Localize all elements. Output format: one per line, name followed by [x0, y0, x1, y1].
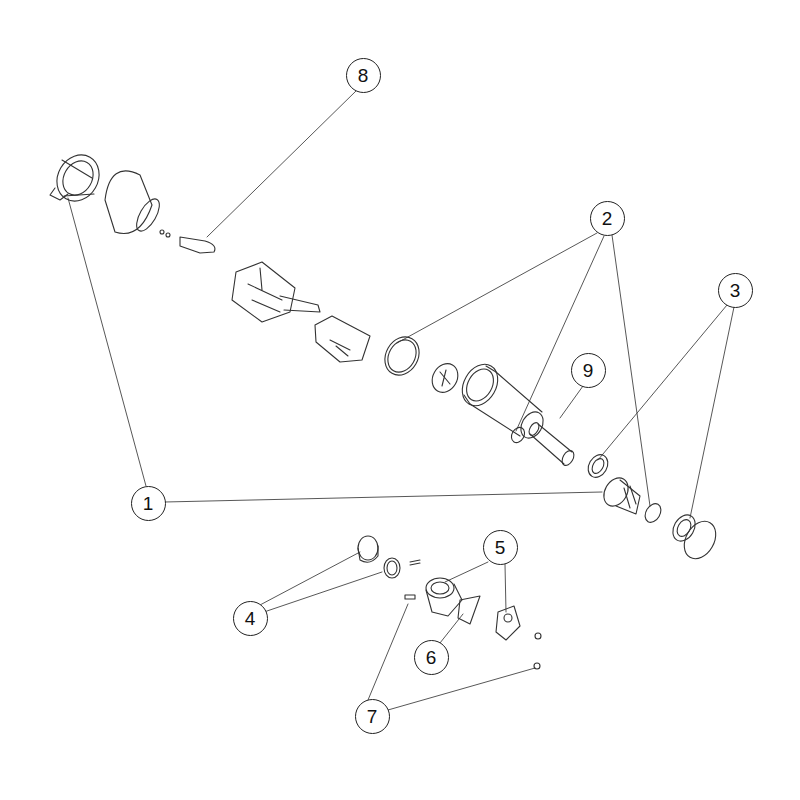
callout-number: 2	[602, 209, 613, 228]
callout-circle: 4	[233, 601, 268, 636]
callout-number: 8	[358, 66, 369, 85]
callout-circle: 8	[346, 58, 381, 93]
assembly-parts	[49, 147, 722, 564]
callout-circle: 5	[483, 530, 518, 565]
callout-number: 5	[495, 538, 506, 557]
callout-circle: 2	[590, 201, 625, 236]
callout-number: 1	[143, 494, 154, 513]
callout-number: 6	[426, 648, 437, 667]
callout-circle: 6	[414, 640, 449, 675]
callout-number: 9	[583, 361, 594, 380]
callout-number: 7	[367, 707, 378, 726]
callout-circle: 9	[571, 353, 606, 388]
callout-circle: 1	[131, 486, 166, 521]
callout-number: 4	[245, 609, 256, 628]
callout-circle: 7	[355, 699, 390, 734]
leader-lines	[68, 91, 734, 710]
callout-number: 3	[730, 281, 741, 300]
callout-circle: 3	[718, 273, 753, 308]
